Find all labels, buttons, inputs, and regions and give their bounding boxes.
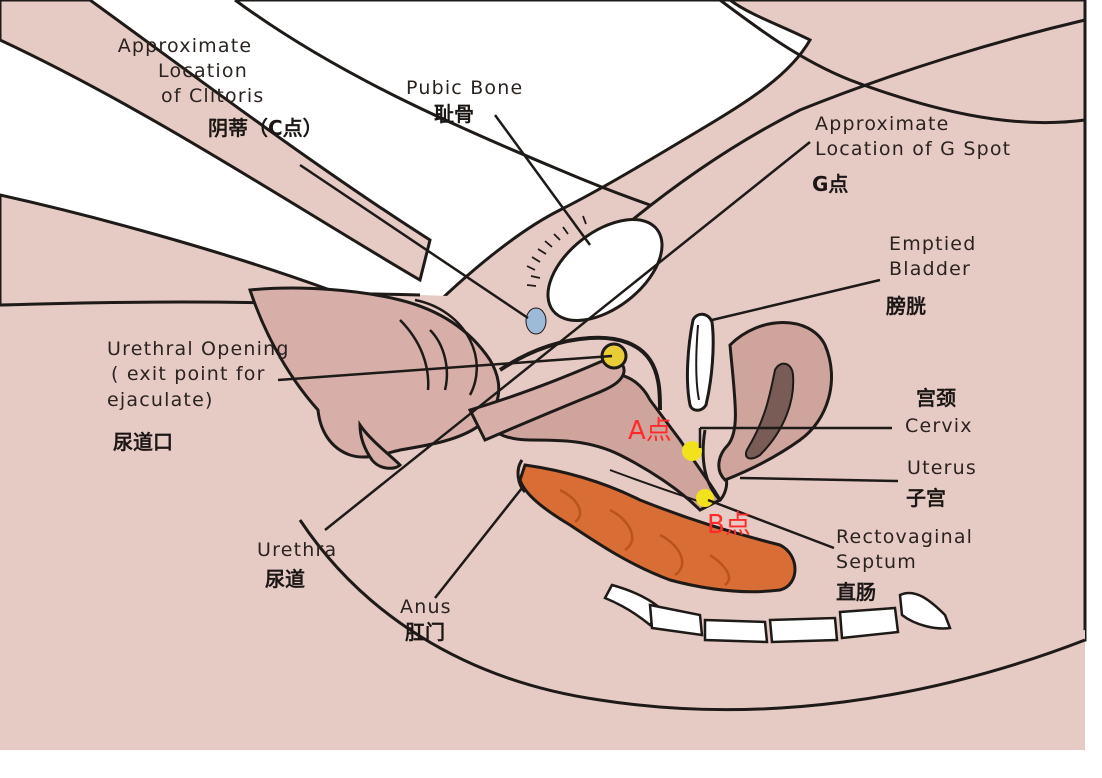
coccyx-bone-2 [648, 603, 704, 637]
bladder-shape [685, 312, 715, 412]
cervix-label-zh: 宫颈 [916, 386, 956, 410]
bladder-label-zh: 膀胱 [886, 294, 926, 318]
bladder-label-line2: Bladder [889, 258, 971, 280]
pubic-bone-label-zh: 耻骨 [434, 102, 474, 126]
rectovaginal-label-line2: Septum [836, 551, 918, 573]
anus-label: Anus [400, 596, 452, 618]
urethral-opening-label-line2: ( exit point for [111, 363, 266, 385]
clitoris-label-line3: of Clitoris [161, 85, 265, 107]
rectum-shape [518, 463, 797, 594]
coccyx-bone-5 [838, 606, 900, 640]
arm-strip [0, 0, 432, 283]
bladder-wall [695, 324, 700, 401]
b-spot-marker [696, 489, 714, 507]
pubic-bone-shape [546, 218, 664, 322]
uterus-cavity [744, 362, 795, 460]
g-spot-label-line1: Approximate [815, 113, 950, 135]
g-spot-label-zh: G点 [812, 172, 849, 196]
uterus-label: Uterus [907, 457, 977, 479]
torso-top-outline [234, 0, 651, 207]
coccyx-bone-3 [703, 618, 769, 644]
rectovaginal-label-zh: 直肠 [836, 580, 876, 604]
coccyx-bone-4 [768, 616, 839, 644]
cervix-shape [701, 429, 729, 503]
rectum-folds [559, 488, 731, 587]
coccyx-bone-6 [898, 591, 952, 630]
abdomen-outline [719, 0, 1086, 125]
urethral-opening-label-zh: 尿道口 [113, 430, 173, 454]
urethral-opening-label-line1: Urethral Opening [107, 338, 290, 360]
rectovaginal-label-line1: Rectovaginal [836, 526, 974, 548]
thumb-shape [358, 420, 403, 470]
leader-lines [277, 114, 899, 599]
anus-label-zh: 肛门 [405, 620, 445, 644]
b-spot-label: B点 [707, 510, 751, 540]
coccyx-bone-1 [603, 583, 662, 627]
pubic-bone-label: Pubic Bone [406, 77, 524, 99]
urethra-tube [498, 335, 662, 411]
urethra-label-zh: 尿道 [265, 567, 305, 591]
a-spot-marker [682, 441, 702, 461]
clitoris-label-line1: Approximate [117, 35, 253, 57]
urethral-opening-label-line3: ejaculate) [107, 389, 214, 411]
finger-shape [467, 358, 626, 442]
cervix-label: Cervix [905, 415, 973, 437]
anal-canal [516, 459, 527, 494]
urethra-label: Urethra [257, 539, 338, 561]
buttock-outline [298, 519, 1086, 712]
bladder-label-line1: Emptied [889, 233, 977, 255]
clitoris-label-zh: 阴蒂（C点） [208, 116, 323, 140]
abdomen-fold [619, 18, 1086, 232]
g-spot-label-line2: Location of G Spot [815, 138, 1012, 160]
labia-folds [399, 298, 478, 396]
a-spot-label: A点 [628, 416, 672, 446]
clitoris-label-line2: Location [158, 60, 248, 82]
uterus-label-zh: 子宫 [906, 486, 946, 510]
clitoris-marker [525, 307, 547, 335]
